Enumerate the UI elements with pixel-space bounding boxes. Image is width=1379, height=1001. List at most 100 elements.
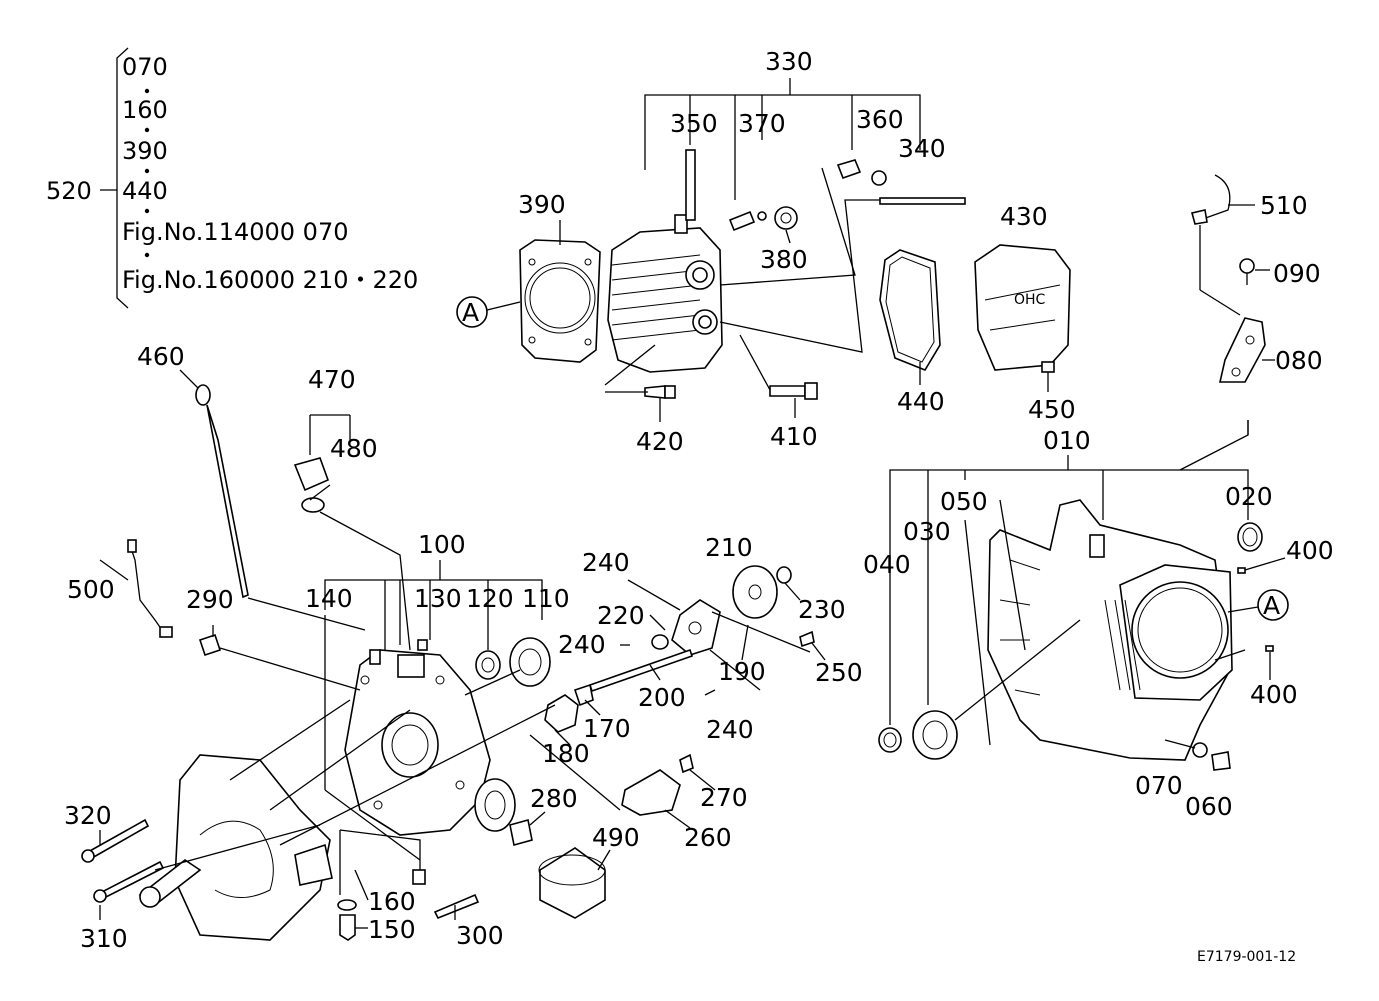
callout-220: 220	[597, 601, 645, 630]
callout-270: 270	[700, 783, 748, 812]
pump-body	[671, 599, 721, 656]
callout-110: 110	[522, 584, 570, 613]
assembly-item: Fig.No.114000 070	[122, 218, 349, 246]
callout-470: 470	[308, 365, 356, 394]
callout-160: 160	[368, 887, 416, 916]
dipstick-group	[127, 369, 411, 651]
callout-390: 390	[518, 190, 566, 219]
crankcase-cover-group	[198, 560, 551, 941]
callout-290: 290	[186, 585, 234, 614]
head-gasket	[519, 239, 601, 363]
crankcase-group	[878, 420, 1286, 771]
callout-370: 370	[738, 109, 786, 138]
callout-490: 490	[592, 823, 640, 852]
oil-seal	[878, 727, 902, 753]
callout-040: 040	[863, 550, 911, 579]
callout-280: 280	[530, 784, 578, 813]
callout-510: 510	[1260, 191, 1308, 220]
reference-marker-a: A	[456, 296, 488, 328]
callout-120: 120	[466, 584, 514, 613]
bolt	[433, 893, 480, 920]
callout-100: 100	[418, 530, 466, 559]
callout-340: 340	[898, 134, 946, 163]
callout-210: 210	[705, 533, 753, 562]
callout-480: 480	[330, 434, 378, 463]
mount-bracket	[1218, 317, 1266, 383]
callout-130: 130	[414, 584, 462, 613]
ohc-marking: OHC	[1014, 292, 1046, 308]
callout-410: 410	[770, 422, 818, 451]
svg-text:A: A	[1263, 591, 1280, 620]
callout-060: 060	[1185, 792, 1233, 821]
callout-330: 330	[765, 47, 813, 76]
nut	[774, 206, 798, 230]
svg-text:A: A	[462, 298, 479, 327]
assembly-item: Fig.No.160000 210・220	[122, 266, 418, 294]
oil-filter	[539, 847, 606, 919]
assembly-item: 070	[122, 53, 168, 81]
bearing	[912, 710, 958, 760]
callout-380: 380	[760, 245, 808, 274]
engine-block	[81, 699, 556, 941]
cover-gasket	[879, 249, 941, 371]
callout-250: 250	[815, 658, 863, 687]
pump-rotor	[732, 565, 778, 619]
bearing	[475, 650, 501, 680]
assembly-item: 390	[122, 137, 168, 165]
callout-400: 400	[1286, 536, 1334, 565]
callout-460: 460	[137, 342, 185, 371]
leader-lines	[99, 559, 826, 929]
cylinder-head-group: OHC	[486, 78, 1071, 422]
callout-050: 050	[940, 487, 988, 516]
rocker-cover	[974, 244, 1071, 371]
callout-140: 140	[305, 584, 353, 613]
callout-440: 440	[897, 387, 945, 416]
callout-010: 010	[1043, 426, 1091, 455]
head-bolt	[769, 385, 806, 397]
oil-filter-group	[474, 734, 716, 919]
callout-310: 310	[80, 924, 128, 953]
callout-240: 240	[582, 548, 630, 577]
callout-080: 080	[1275, 346, 1323, 375]
assembly-note: 520 070 160 390 440 Fig.No.114000 070 Fi…	[46, 47, 418, 309]
callout-240: 240	[706, 715, 754, 744]
callout-020: 020	[1225, 482, 1273, 511]
drawing-reference: E7179-001-12	[1197, 949, 1296, 965]
drain-plug	[339, 914, 356, 941]
stud-bolt	[685, 149, 696, 221]
callout-500: 500	[67, 575, 115, 604]
callout-260: 260	[684, 823, 732, 852]
callout-420: 420	[636, 427, 684, 456]
callout-300: 300	[456, 921, 504, 950]
oil-pump-group	[544, 565, 815, 733]
callout-labels: 330 350 370 360 340 390 380 430 510 090 …	[64, 47, 1334, 953]
callout-190: 190	[718, 657, 766, 686]
assembly-part-number: 520	[46, 177, 92, 205]
callout-170: 170	[583, 714, 631, 743]
reference-marker-a: A	[1227, 589, 1289, 621]
callout-400: 400	[1250, 680, 1298, 709]
gear	[544, 694, 579, 733]
oil-seal	[509, 637, 551, 687]
callout-450: 450	[1028, 395, 1076, 424]
callout-230: 230	[798, 595, 846, 624]
cylinder-head	[607, 227, 723, 373]
oil-filler-cap	[293, 457, 330, 492]
callout-430: 430	[1000, 202, 1048, 231]
bracket-group	[1191, 174, 1275, 383]
oil-seal	[1237, 522, 1263, 552]
callout-350: 350	[670, 109, 718, 138]
callout-200: 200	[638, 683, 686, 712]
callout-030: 030	[903, 517, 951, 546]
assembly-item: 440	[122, 177, 168, 205]
assembly-item: 160	[122, 96, 168, 124]
callout-240: 240	[558, 630, 606, 659]
callout-320: 320	[64, 801, 112, 830]
callout-070: 070	[1135, 771, 1183, 800]
callout-090: 090	[1273, 259, 1321, 288]
callout-150: 150	[368, 915, 416, 944]
callout-180: 180	[542, 739, 590, 768]
drain-bolt	[1211, 751, 1231, 771]
callout-360: 360	[856, 105, 904, 134]
